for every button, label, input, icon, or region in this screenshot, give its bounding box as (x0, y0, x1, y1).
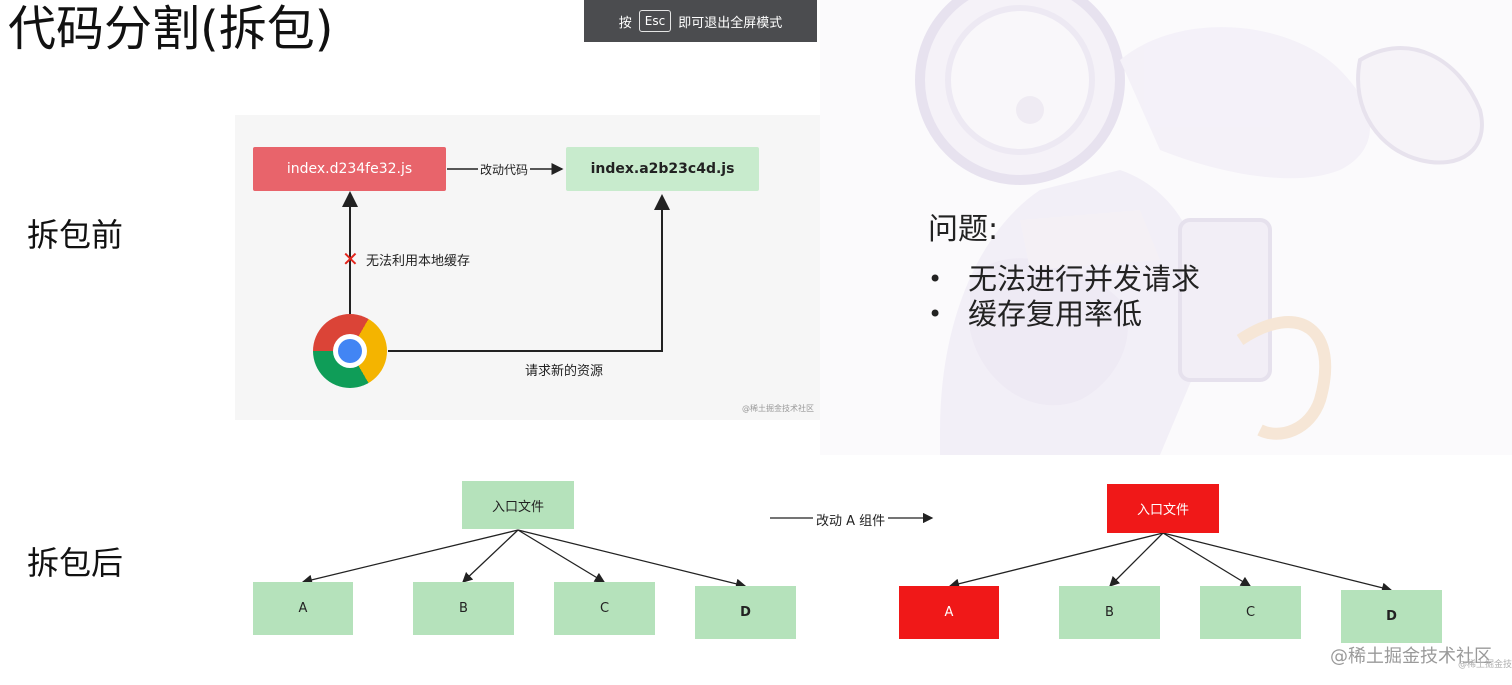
esc-banner-prefix: 按 (618, 15, 632, 31)
cross-icon: ✕ (342, 247, 359, 271)
change-code-label: 改动代码 (480, 163, 529, 177)
site-watermark: @稀土掘金技术社区 (1330, 646, 1492, 667)
request-new-resource-label: 请求新的资源 (525, 364, 604, 379)
problem-item: • 无法进行并发请求 (928, 262, 1200, 297)
chrome-center-icon (338, 339, 362, 363)
problem-text: 无法进行并发请求 (968, 262, 1201, 296)
after-split-label: 拆包后 (27, 544, 124, 582)
problems-list: • 无法进行并发请求 • 缓存复用率低 (928, 262, 1200, 332)
bullet-icon: • (928, 265, 943, 293)
esc-key-icon: Esc (638, 10, 672, 32)
astronaut-illustration (820, 0, 1512, 455)
fullscreen-exit-banner: 按 Esc 即可退出全屏模式 (584, 0, 817, 42)
entry-file-box-changed: 入口文件 (1107, 484, 1219, 533)
cache-fail-label: 无法利用本地缓存 (366, 254, 471, 269)
site-watermark-mini: @稀土掘金技 (1458, 660, 1512, 670)
change-component-label: 改动 A 组件 (816, 514, 886, 529)
module-box-c: C (554, 582, 655, 635)
problems-title: 问题: (928, 212, 999, 247)
entry-file-box: 入口文件 (462, 481, 574, 529)
module-box-b-cached: B (1059, 586, 1160, 639)
old-bundle-file: index.d234fe32.js (253, 147, 446, 191)
bullet-icon: • (928, 300, 943, 328)
panel-watermark: @稀土掘金技术社区 (742, 404, 814, 413)
module-box-a: A (253, 582, 353, 635)
module-box-d-cached: D (1341, 590, 1442, 643)
module-box-d: D (695, 586, 796, 639)
page-title: 代码分割(拆包) (8, 1, 334, 57)
before-split-label: 拆包前 (27, 216, 124, 254)
module-box-a-changed: A (899, 586, 999, 639)
module-box-b: B (413, 582, 514, 635)
new-bundle-file: index.a2b23c4d.js (566, 147, 759, 191)
problem-item: • 缓存复用率低 (928, 297, 1200, 332)
module-box-c-cached: C (1200, 586, 1301, 639)
problem-text: 缓存复用率低 (968, 297, 1143, 331)
esc-banner-suffix: 即可退出全屏模式 (678, 15, 783, 31)
